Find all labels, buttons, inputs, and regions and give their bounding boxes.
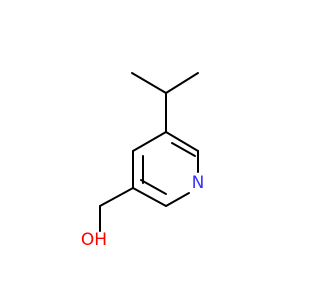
- structure-canvas: N OH: [80, 72, 205, 250]
- bond-ring-c2-c3-double: [140, 179, 167, 195]
- bond-isopropyl-left-methyl: [131, 72, 167, 94]
- bond-ring-n-c2: [165, 192, 190, 207]
- molecule-diagram: N OH: [81, 72, 205, 250]
- bond-ring-c5-c6-double: [171, 142, 196, 157]
- bond-ring-to-ch2: [99, 187, 134, 207]
- nitrogen-atom-label: N: [192, 173, 205, 193]
- hydroxyl-label: OH: [81, 230, 107, 250]
- bond-isopropyl-right-methyl: [165, 72, 199, 94]
- bond-ring-c5-c6: [165, 131, 199, 152]
- bond-ring-c5-c4: [132, 131, 167, 152]
- bond-ring-c2-c3: [132, 187, 167, 207]
